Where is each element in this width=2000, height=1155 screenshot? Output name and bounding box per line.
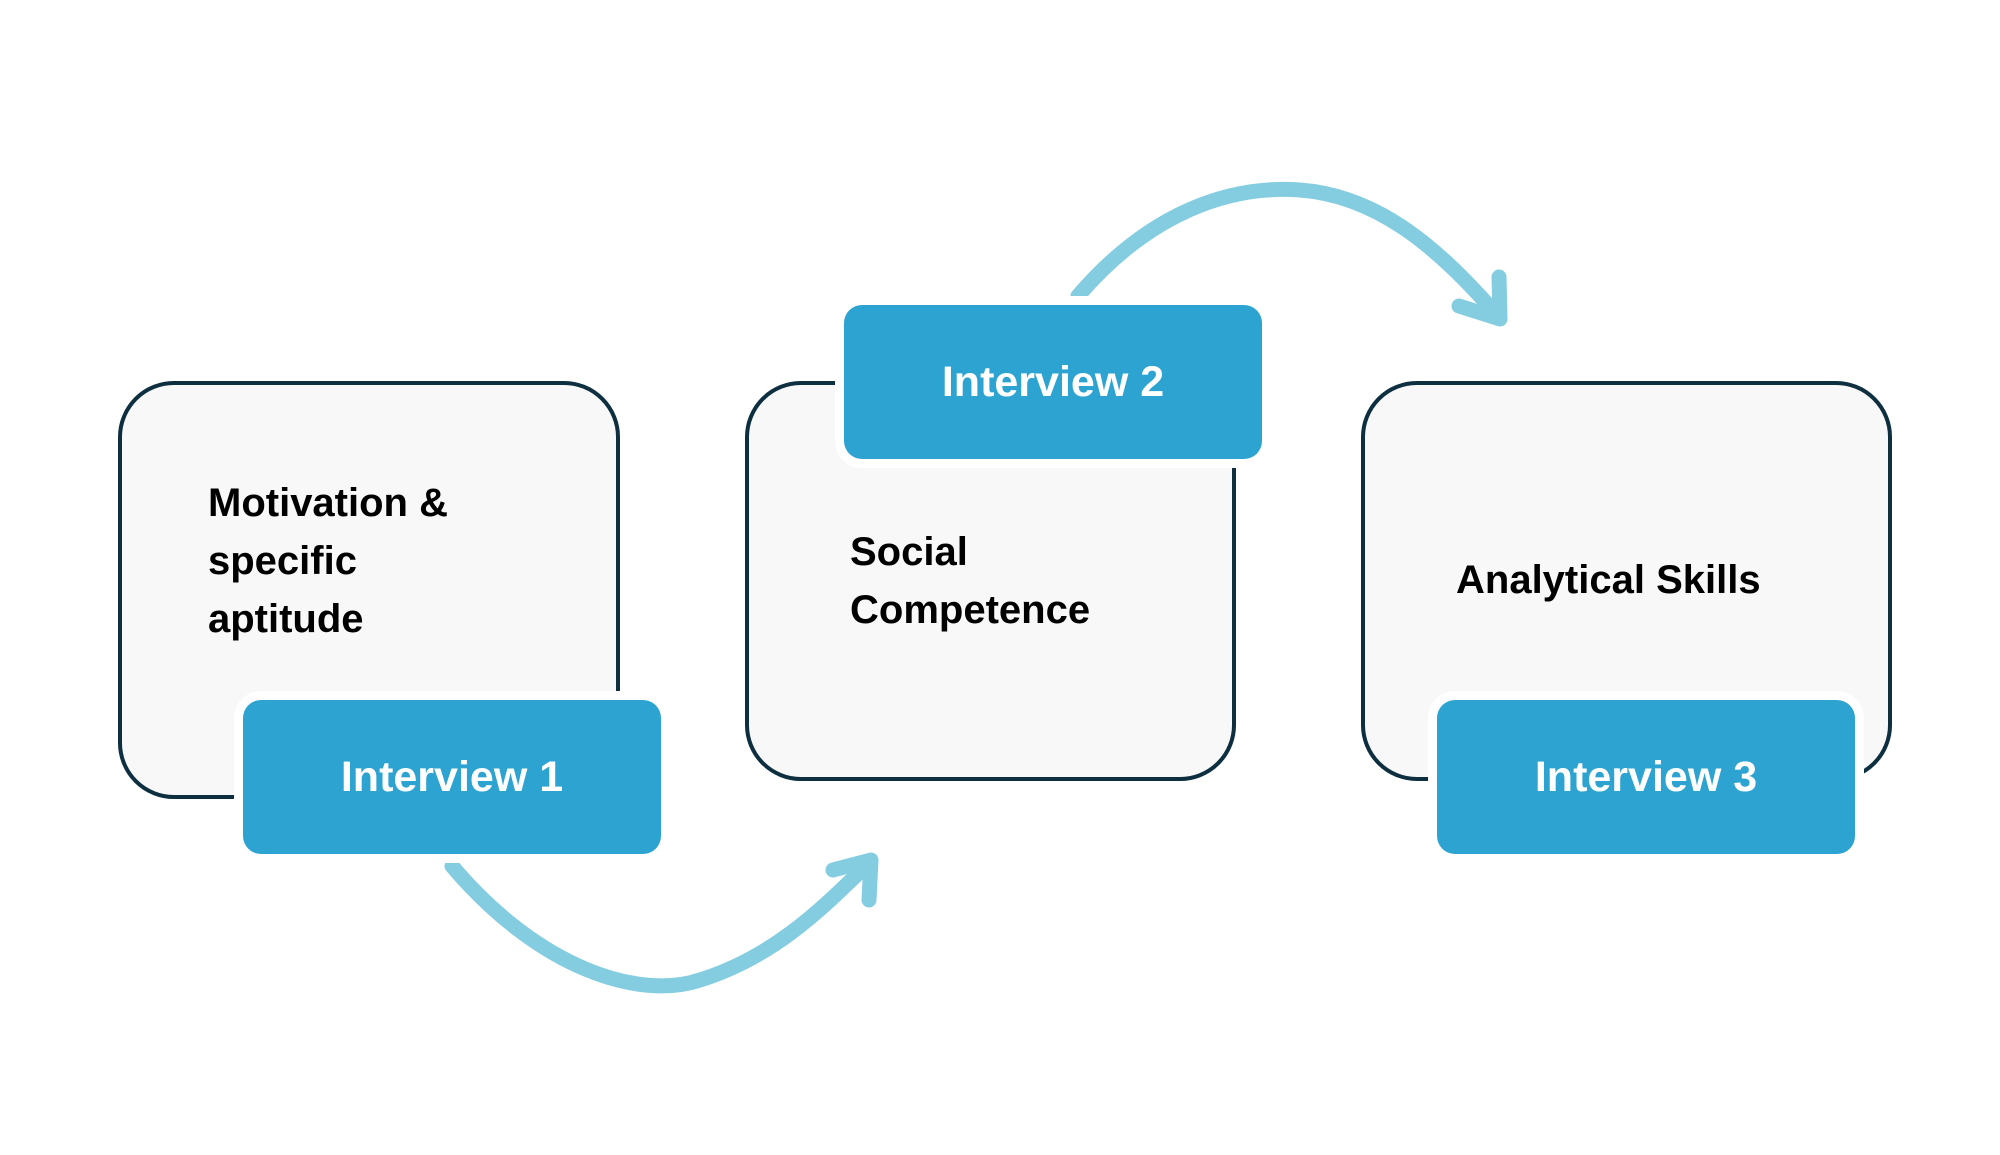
arrow-1-to-2: [444, 854, 878, 994]
interview-3-label: Interview 3: [1534, 752, 1758, 801]
step-2-title: Social Competence: [850, 530, 1091, 632]
step-1-title: Motivation & specific aptitude: [208, 481, 448, 641]
arrow-1-to-2-head: [825, 852, 879, 908]
interview-3-tag: Interview 3: [1437, 700, 1855, 854]
interview-2-tag: Interview 2: [844, 305, 1262, 459]
interview-2-label: Interview 2: [941, 357, 1165, 406]
step-3-title: Analytical Skills: [1456, 558, 1761, 602]
interview-1-label: Interview 1: [340, 752, 564, 801]
arrow-2-to-3: [1070, 181, 1505, 323]
arrow-2-to-3-head: [1451, 269, 1508, 327]
interview-1-tag: Interview 1: [243, 700, 661, 854]
